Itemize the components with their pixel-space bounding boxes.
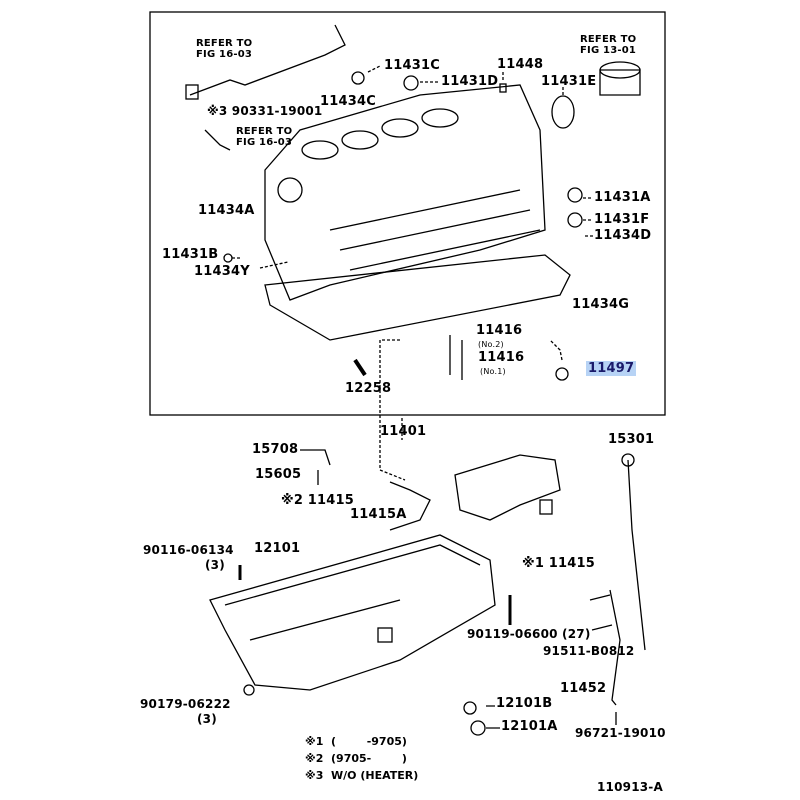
oil-pipe — [300, 449, 431, 531]
oil-pump-body — [454, 454, 561, 521]
footnote-2: ※2 (9705- ) — [305, 752, 407, 765]
pipe-fitting — [185, 84, 199, 100]
oil-pan — [209, 534, 496, 691]
part-91511-B0812[interactable]: 91511-B0812 — [543, 644, 635, 658]
part-11416-no1[interactable]: 11416 — [478, 350, 525, 365]
part-90119-06600[interactable]: 90119-06600 (27) — [467, 627, 591, 641]
part-11431E[interactable]: 11431E — [541, 74, 597, 89]
part-90179-06222[interactable]: 90179-06222 — [140, 697, 231, 711]
part-15301[interactable]: 15301 — [608, 432, 655, 447]
part-12101[interactable]: 12101 — [254, 541, 301, 556]
part-11431F[interactable]: 11431F — [594, 212, 650, 227]
piston — [599, 69, 641, 96]
hose — [204, 129, 231, 151]
part-11415-note2[interactable]: ※2 11415 — [281, 493, 355, 508]
part-11431A[interactable]: 11431A — [594, 190, 651, 205]
part-12101A[interactable]: 12101A — [501, 719, 558, 734]
part-96721-19010[interactable]: 96721-19010 — [575, 726, 666, 740]
part-11416-no2[interactable]: 11416 — [476, 323, 523, 338]
part-11431D[interactable]: 11431D — [441, 74, 499, 89]
seal-11431E — [551, 95, 575, 129]
part-15605[interactable]: 15605 — [255, 467, 302, 482]
part-11434C[interactable]: 11434C — [320, 94, 376, 109]
engine-block — [264, 84, 546, 301]
part-90116-06134[interactable]: 90116-06134 — [143, 543, 234, 557]
part-11431C[interactable]: 11431C — [384, 58, 440, 73]
breather-pipe — [189, 24, 346, 96]
dipstick-guide — [609, 589, 621, 706]
part-11434A[interactable]: 11434A — [198, 203, 255, 218]
cylinder — [301, 140, 339, 160]
part-90179-qty: (3) — [197, 712, 217, 726]
part-11415-note1[interactable]: ※1 11415 — [522, 556, 596, 571]
dipstick — [627, 459, 646, 651]
footnote-3: ※3 W/O (HEATER) — [305, 769, 419, 782]
part-12258[interactable]: 12258 — [345, 381, 392, 396]
engine-block-frame — [149, 11, 666, 416]
part-11497-highlighted[interactable]: 11497 — [586, 361, 637, 376]
part-90116-qty: (3) — [205, 558, 225, 572]
footnote-1: ※1 ( -9705) — [305, 735, 407, 748]
figure-id: 110913-A — [597, 780, 663, 794]
part-11434D[interactable]: 11434D — [594, 228, 652, 243]
crankcase — [264, 254, 571, 341]
part-90331-19001[interactable]: ※3 90331-19001 — [207, 104, 323, 118]
part-15708[interactable]: 15708 — [252, 442, 299, 457]
part-11448[interactable]: 11448 — [497, 57, 544, 72]
part-11431B[interactable]: 11431B — [162, 247, 219, 262]
part-11415A[interactable]: 11415A — [350, 507, 407, 522]
part-11434Y[interactable]: 11434Y — [194, 264, 250, 279]
part-11401[interactable]: 11401 — [380, 424, 427, 439]
part-11416-no1-note: (No.1) — [480, 367, 506, 376]
part-11452[interactable]: 11452 — [560, 681, 607, 696]
part-11416-no2-note: (No.2) — [478, 340, 504, 349]
part-11434G[interactable]: 11434G — [572, 297, 630, 312]
part-12101B[interactable]: 12101B — [496, 696, 553, 711]
